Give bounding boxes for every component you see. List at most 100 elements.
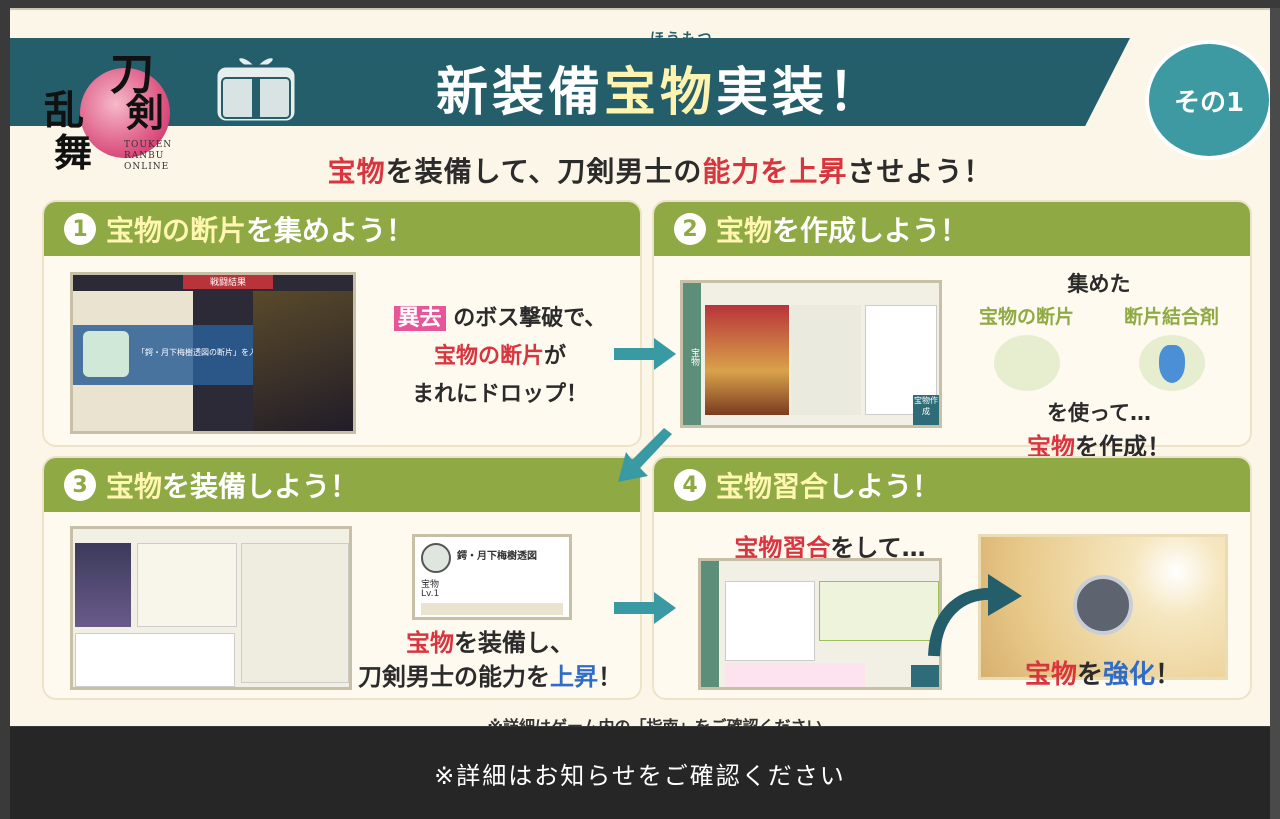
step-4-line-mid: を xyxy=(1076,660,1103,690)
subtitle-part-4: させよう！ xyxy=(847,155,993,188)
curved-arrow-icon xyxy=(928,574,1022,657)
battle-result-screenshot: 戦闘結果 「鍔・月下梅樹透図の断片」を入手しました xyxy=(70,272,356,434)
logo-char-2: 剣 xyxy=(126,90,165,135)
step-3-line-2: 刀剣男士の能力を上昇！ xyxy=(340,660,640,694)
step-2-item-icons xyxy=(954,335,1244,391)
step-3-title-rest: を装備しよう！ xyxy=(162,470,359,503)
logo-circle xyxy=(80,68,170,158)
fusion-result-panel xyxy=(725,663,865,687)
step-2-line-3-rest: を作成！ xyxy=(1075,433,1171,461)
fusion-material-panel xyxy=(819,581,939,641)
potion-bottle xyxy=(1158,345,1185,383)
equip-screenshot xyxy=(70,526,352,690)
subtitle-part-3: 能力を上昇 xyxy=(702,155,848,188)
title-highlight: 宝物 xyxy=(603,63,716,123)
logo-char-4: 舞 xyxy=(54,130,93,175)
step-4-heading-rest: をして… xyxy=(830,534,926,562)
step-4-title-highlight: 宝物習合 xyxy=(716,470,829,503)
step-1-header: 1 宝物の断片を集めよう！ xyxy=(44,202,640,256)
step-4-title-rest: しよう！ xyxy=(828,470,941,503)
item-binder-label: 断片結合剤 xyxy=(1123,306,1219,328)
step-4-line-highlight-2: 強化 xyxy=(1103,660,1156,690)
character-art xyxy=(253,291,353,431)
battle-result-header: 戦闘結果 xyxy=(183,275,273,289)
step-2-title-highlight: 宝物 xyxy=(716,214,773,247)
tsuba-icon xyxy=(421,543,451,573)
step-2-line-1: 集めた xyxy=(1067,272,1131,296)
status-table xyxy=(75,633,235,687)
step-1-line-3: まれにドロップ！ xyxy=(411,382,588,407)
step-3-line-2-text: 刀剣男士の能力を xyxy=(358,663,550,691)
title-ruby: ほうもつ xyxy=(650,31,714,47)
logo-char-3: 乱 xyxy=(44,87,84,134)
step-3-number: 3 xyxy=(64,469,96,501)
logo-sub-3: ONLINE xyxy=(124,162,170,172)
ikyo-badge: 異去 xyxy=(393,306,446,331)
step-3-line-1: 宝物を装備し、 xyxy=(340,626,640,660)
subtitle-part-1: 宝物 xyxy=(327,155,386,188)
craft-sidebar-label: 宝物 xyxy=(683,283,701,425)
fragment-icon xyxy=(83,331,129,377)
enhanced-treasure-image xyxy=(978,534,1228,680)
title-suffix: 実装！ xyxy=(716,63,885,123)
step-2-items: 宝物の断片 断片結合剤 xyxy=(954,302,1244,329)
part-badge: その1 xyxy=(1145,40,1273,160)
banner-title: 新装備宝物実装！ xyxy=(400,50,920,125)
subtitle: 宝物を装備して、刀剣男士の能力を上昇させよう！ xyxy=(10,150,1280,190)
step-4-heading: 宝物習合をして… xyxy=(720,528,940,563)
shrine-altar-image xyxy=(705,305,789,415)
treasure-card-title: 鍔・月下梅樹透図 xyxy=(457,551,537,562)
arrow-right-icon-2 xyxy=(614,592,676,624)
step-2-line-2: を使って… xyxy=(1047,401,1151,425)
step-2-line-3-highlight: 宝物 xyxy=(1027,433,1075,461)
treasure-list xyxy=(241,543,349,683)
character-portrait xyxy=(75,543,131,627)
treasure-card-level: Lv.1 xyxy=(421,589,440,599)
step-2-number: 2 xyxy=(674,213,706,245)
step-3-line-2-highlight: 上昇 xyxy=(550,663,598,691)
step-1-line-2-rest: が xyxy=(544,344,567,369)
fusion-screenshot xyxy=(698,558,942,690)
step-2-description: 集めた 宝物の断片 断片結合剤 を使って… 宝物を作成！ xyxy=(954,268,1244,462)
fusion-button xyxy=(911,665,939,687)
logo-sub-1: TOUKEN xyxy=(124,140,173,150)
step-2-title-rest: を作成しよう！ xyxy=(772,214,969,247)
step-4-heading-highlight: 宝物習合 xyxy=(734,534,831,562)
scrollbar[interactable] xyxy=(1270,8,1280,819)
drop-message: 「鍔・月下梅樹透図の断片」を入手しました xyxy=(137,348,297,357)
equip-slots xyxy=(137,543,237,627)
fragment-icon xyxy=(993,335,1060,391)
step-1-line-1: 異去 のボス撃破で、 xyxy=(370,300,630,338)
step-1-number: 1 xyxy=(64,213,96,245)
logo-sub-2: RANBU xyxy=(124,151,165,161)
bottom-notice-bar: ※詳細はお知らせをご確認ください xyxy=(10,727,1270,819)
step-1-title-highlight: 宝物の断片 xyxy=(106,214,247,247)
logo-subtitle: TOUKEN RANBU ONLINE xyxy=(124,140,172,173)
step-4-header: 4 宝物習合しよう！ xyxy=(654,458,1250,512)
step-1-line-2-highlight: 宝物の断片 xyxy=(433,344,544,369)
treasure-card-label: 宝物 xyxy=(421,580,440,590)
bottom-notice-text: ※詳細はお知らせをご確認ください xyxy=(434,761,846,790)
potion-icon xyxy=(1138,335,1205,391)
title-ribbon xyxy=(10,38,1130,126)
step-4-description: 宝物を強化！ xyxy=(978,654,1228,691)
tsuba-icon xyxy=(1073,575,1133,635)
gift-box-icon xyxy=(208,48,304,124)
step-3-description: 宝物を装備し、 刀剣男士の能力を上昇！ xyxy=(340,626,640,694)
step-2-line-3: 宝物を作成！ xyxy=(954,427,1244,462)
step-3-line-2-end: ！ xyxy=(598,663,622,691)
step-1-title-rest: を集めよう！ xyxy=(246,214,415,247)
step-3-line-1-rest: を装備し、 xyxy=(454,629,574,657)
treasure-card-stats xyxy=(421,603,563,615)
step-4-number: 4 xyxy=(674,469,706,501)
treasure-card: 鍔・月下梅樹透図 宝物 Lv.1 xyxy=(412,534,572,620)
craft-material-list xyxy=(791,305,861,415)
step-4-line-end: ！ xyxy=(1155,660,1182,690)
subtitle-part-2: を装備して、刀剣男士の xyxy=(385,155,703,188)
craft-button: 宝物作成 xyxy=(913,395,939,425)
